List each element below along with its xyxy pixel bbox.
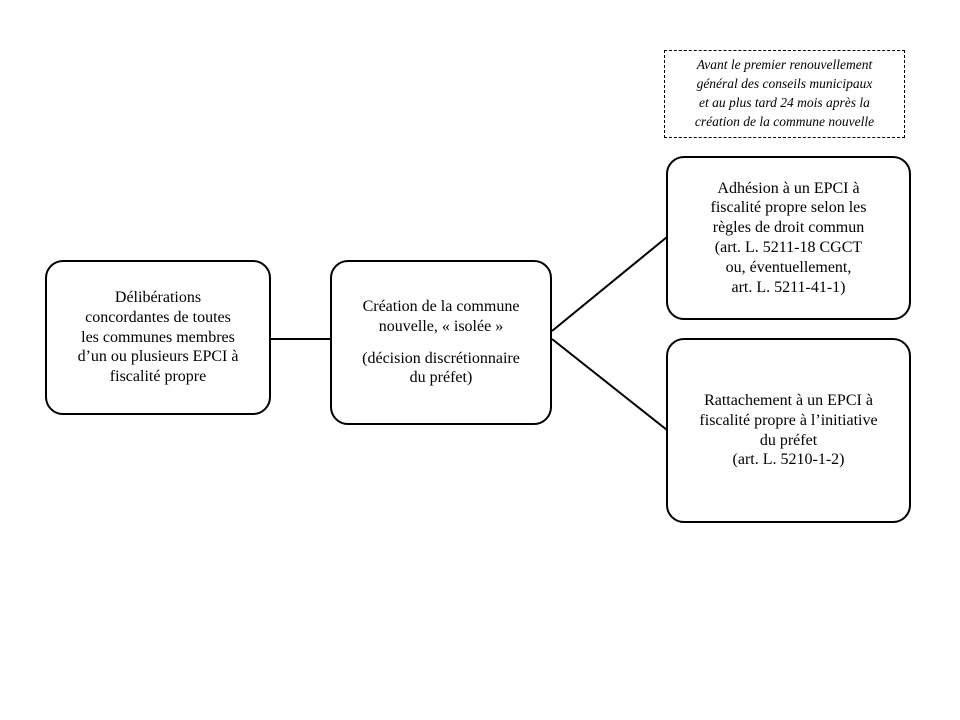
node-adhesion-text: Adhésion à un EPCI à fiscalité propre se… <box>710 179 867 296</box>
connector-creation-adhesion <box>551 236 668 332</box>
connector-creation-rattachement <box>551 338 668 431</box>
node-creation-commune: Création de la commune nouvelle, « isolé… <box>330 260 552 425</box>
node-deliberations-text: Délibérations concordantes de toutes les… <box>77 288 239 386</box>
node-deliberations: Délibérations concordantes de toutes les… <box>45 260 271 415</box>
node-adhesion-epci: Adhésion à un EPCI à fiscalité propre se… <box>666 156 911 320</box>
node-creation-subtitle: (décision discrétionnaire du préfet) <box>362 349 520 387</box>
timing-note: Avant le premier renouvellement général … <box>664 50 905 138</box>
timing-note-text: Avant le premier renouvellement général … <box>694 57 875 129</box>
node-creation-title: Création de la commune nouvelle, « isolé… <box>362 297 520 335</box>
node-rattachement-epci: Rattachement à un EPCI à fiscalité propr… <box>666 338 911 523</box>
node-rattachement-text: Rattachement à un EPCI à fiscalité propr… <box>699 391 878 469</box>
